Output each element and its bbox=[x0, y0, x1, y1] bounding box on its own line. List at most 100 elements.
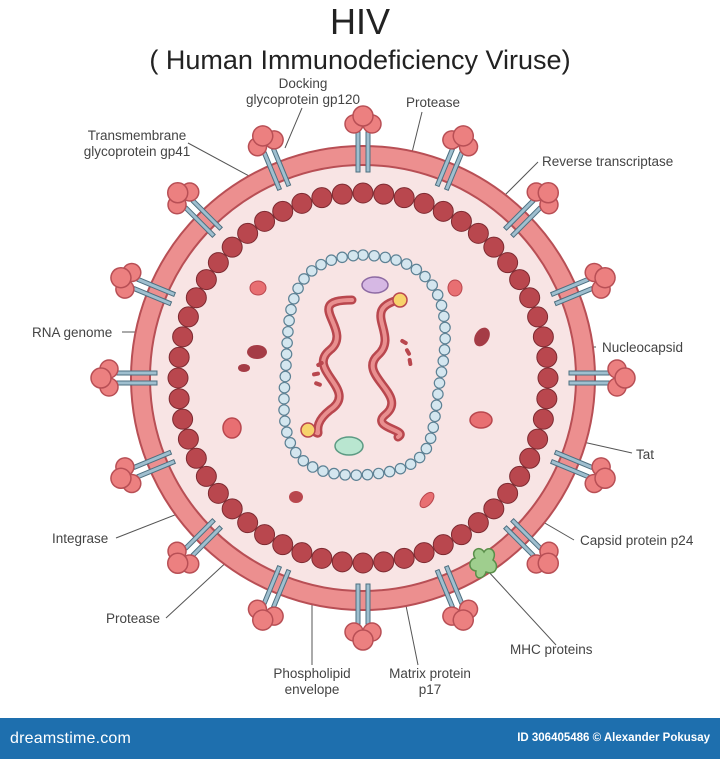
glycoprotein-spike bbox=[344, 583, 382, 651]
glycoprotein-spike bbox=[434, 564, 479, 631]
capsid-bead bbox=[278, 404, 290, 416]
capsid-bead bbox=[390, 254, 402, 266]
capsid-bead bbox=[410, 263, 423, 276]
capsid-bead bbox=[439, 321, 451, 334]
matrix-bead bbox=[467, 512, 489, 534]
tat-shape bbox=[469, 411, 493, 429]
label-matrix: Matrix protein p17 bbox=[330, 666, 530, 698]
label-transmembrane-line1: Transmembrane bbox=[87, 128, 187, 143]
capsid-bead bbox=[325, 254, 338, 267]
matrix-bead bbox=[185, 447, 207, 469]
capsid-bead bbox=[339, 469, 351, 481]
capsid-bead bbox=[279, 415, 291, 427]
matrix-free-6 bbox=[238, 364, 250, 372]
matrix-bead bbox=[167, 367, 189, 389]
matrix-bead bbox=[413, 542, 435, 564]
capsid-bead bbox=[279, 370, 292, 383]
matrix-bead bbox=[168, 388, 190, 410]
gp120-lobe bbox=[251, 609, 274, 631]
glycoprotein-spike bbox=[247, 125, 292, 192]
matrix-bead bbox=[509, 465, 531, 487]
reverse-transcriptase-dot bbox=[392, 292, 408, 308]
matrix-bead bbox=[483, 498, 505, 520]
matrix-free-2 bbox=[249, 280, 267, 296]
matrix-bead bbox=[532, 408, 554, 430]
matrix-bead bbox=[483, 236, 505, 258]
capsid-bead bbox=[435, 366, 448, 378]
capsid-bead bbox=[439, 332, 451, 345]
nucleocapsid-marks bbox=[312, 339, 413, 387]
matrix-bead bbox=[221, 498, 243, 520]
label-nucleocapsid: Nucleocapsid bbox=[602, 340, 684, 355]
label-phospholipid: Phospholipid envelope bbox=[212, 666, 412, 698]
matrix-bead bbox=[272, 534, 294, 556]
capsid-bead bbox=[298, 273, 310, 285]
matrix-free-1 bbox=[247, 345, 267, 359]
capsid-bead bbox=[281, 426, 293, 439]
matrix-bead bbox=[497, 482, 519, 504]
gp41-stalk bbox=[365, 131, 371, 173]
matrix-bead bbox=[393, 547, 415, 569]
matrix-free-3 bbox=[447, 279, 463, 297]
label-docking-line2: glycoprotein gp120 bbox=[245, 92, 361, 107]
capsid-bead bbox=[280, 359, 292, 372]
gp120-lobe bbox=[614, 367, 636, 389]
matrix-bead bbox=[373, 183, 395, 205]
capsid-bead bbox=[280, 348, 293, 360]
matrix-bead bbox=[291, 192, 313, 214]
capsid-bead bbox=[284, 437, 297, 449]
capsid-bead bbox=[317, 465, 329, 477]
gp120-lobe bbox=[352, 105, 374, 127]
label-transmembrane: Transmembrane glycoprotein gp41 bbox=[52, 128, 222, 160]
gp120-lobe bbox=[251, 125, 274, 147]
leader-mhc bbox=[486, 569, 557, 646]
protease-top-shape bbox=[361, 276, 389, 294]
matrix-bead bbox=[432, 534, 454, 556]
footer-brand[interactable]: dreamstime.com bbox=[10, 730, 132, 747]
capsid-protein-shell bbox=[278, 249, 451, 481]
matrix-bead bbox=[432, 200, 454, 222]
label-rna-genome: RNA genome bbox=[32, 325, 113, 340]
label-docking-line1: Docking bbox=[278, 76, 328, 91]
capsid-bead bbox=[336, 251, 348, 264]
matrix-bead bbox=[177, 428, 199, 450]
matrix-bead bbox=[195, 465, 217, 487]
capsid-bead bbox=[305, 265, 318, 277]
capsid-bead bbox=[438, 344, 451, 356]
capsid-bead bbox=[347, 249, 360, 262]
matrix-bead bbox=[237, 222, 259, 244]
matrix-bead bbox=[331, 551, 353, 573]
matrix-bead bbox=[237, 512, 259, 534]
gp120-lobe bbox=[110, 266, 132, 289]
glycoprotein-spike bbox=[549, 449, 616, 494]
gp120-lobe bbox=[110, 467, 132, 490]
footer-credit: ID 306405486 © Alexander Pokusay bbox=[517, 732, 710, 744]
gp120-lobe bbox=[352, 629, 374, 651]
capsid-bead bbox=[328, 467, 340, 480]
capsid-bead bbox=[289, 446, 302, 459]
gp41-stalk bbox=[116, 370, 158, 376]
rna-end-dot bbox=[300, 422, 316, 438]
glycoprotein-spike bbox=[549, 262, 616, 307]
envelope-inner-membrane bbox=[149, 164, 577, 592]
matrix-bead bbox=[331, 183, 353, 205]
glycoprotein-spike bbox=[503, 181, 560, 238]
capsid-bead bbox=[394, 462, 407, 475]
gp120-lobe bbox=[537, 552, 560, 575]
capsid-bead bbox=[438, 310, 450, 323]
capsid-bead bbox=[431, 289, 444, 301]
label-transmembrane-line2: glycoprotein gp41 bbox=[83, 144, 191, 159]
gp41-stalk bbox=[365, 583, 371, 625]
matrix-bead bbox=[413, 192, 435, 214]
capsid-bead bbox=[372, 467, 385, 480]
glycoprotein-spike bbox=[344, 105, 382, 173]
matrix-bead bbox=[172, 326, 194, 348]
matrix-bead bbox=[509, 269, 531, 291]
gp41-stalk bbox=[116, 380, 158, 386]
capsid-bead bbox=[426, 279, 439, 291]
matrix-bead bbox=[168, 346, 190, 368]
gp41-stalk bbox=[568, 370, 610, 376]
capsid-bead bbox=[278, 381, 291, 394]
gp120-lobe bbox=[90, 367, 112, 389]
matrix-bead bbox=[207, 252, 229, 274]
